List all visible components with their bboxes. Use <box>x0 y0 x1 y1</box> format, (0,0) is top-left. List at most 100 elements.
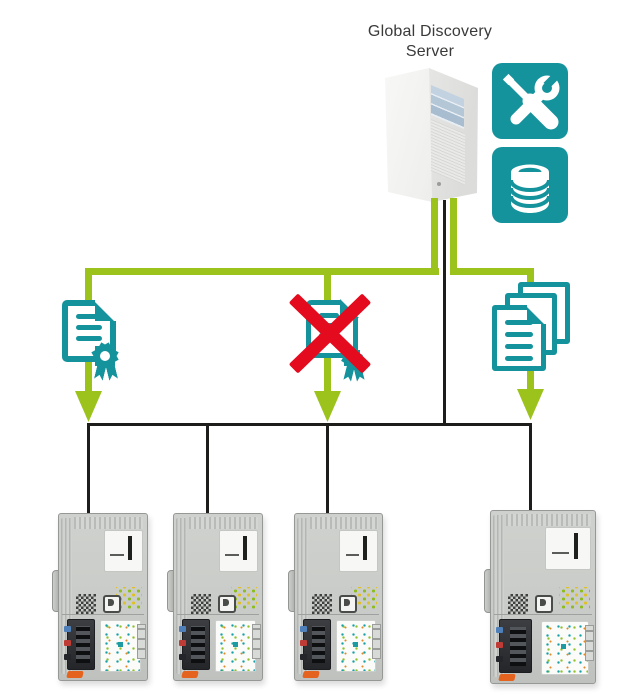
device-body <box>173 513 263 681</box>
server-cable-green-right <box>450 198 457 272</box>
vent-ribs <box>61 518 72 675</box>
terminal-block <box>300 618 332 671</box>
terminal-block <box>179 618 211 671</box>
device-body <box>490 510 596 684</box>
sd-card <box>127 535 132 561</box>
qr-code <box>312 593 332 614</box>
wire-black <box>496 656 503 663</box>
sd-card-slot <box>339 530 378 572</box>
server-title-line1: Global Discovery <box>367 23 493 40</box>
qr-code <box>191 593 211 614</box>
label-line <box>225 554 240 557</box>
vent-ribs <box>297 518 308 675</box>
page-fold-icon <box>527 305 546 324</box>
qr-code <box>76 593 96 614</box>
status-leds <box>230 587 257 609</box>
wire-black <box>64 654 71 661</box>
device-body <box>294 513 383 681</box>
top-ridges <box>506 514 591 526</box>
server-side-panel <box>385 68 432 202</box>
tools-glyph <box>502 71 561 130</box>
server-tower <box>382 64 482 212</box>
plc-controller-1 <box>52 513 148 681</box>
wire-black <box>179 654 186 661</box>
status-leds <box>558 586 590 610</box>
wire-red <box>300 640 307 647</box>
phoenix-logo-icon <box>339 595 357 614</box>
status-leds <box>115 587 142 609</box>
certificate-icon <box>60 296 124 388</box>
terminal-block <box>64 618 96 671</box>
side-buttons <box>137 623 146 659</box>
side-buttons <box>585 624 594 661</box>
module-divider <box>177 613 259 615</box>
lock-clip <box>302 671 320 678</box>
product-label <box>215 620 256 673</box>
server-title: Global Discovery Server <box>340 22 520 63</box>
vent-ribs <box>176 518 187 675</box>
product-label <box>100 620 141 673</box>
wire-blue <box>179 625 186 632</box>
product-label <box>335 620 376 673</box>
server-title-line2: Server <box>405 43 455 61</box>
wire-red <box>179 640 186 647</box>
bus-drop-4 <box>529 423 532 511</box>
terminal-block <box>496 619 533 673</box>
server-power-button <box>437 182 441 186</box>
sd-card <box>362 535 367 561</box>
top-ridges <box>74 517 143 529</box>
bus-drop-2 <box>206 423 209 514</box>
wire-blue <box>300 625 307 632</box>
module-divider <box>298 613 379 615</box>
maintenance-tools-icon <box>492 63 568 139</box>
device-body <box>58 513 148 681</box>
down-arrow-documents <box>517 389 544 420</box>
down-arrow-certificate <box>75 391 102 422</box>
server-cable-black <box>443 200 446 426</box>
vent-ribs <box>493 515 504 677</box>
plc-controller-4 <box>484 510 596 684</box>
certificate-page <box>62 300 116 362</box>
revoked-certificate-icon <box>288 293 376 386</box>
green-branch-left <box>85 268 439 275</box>
side-buttons <box>252 623 261 659</box>
lock-clip <box>498 674 516 681</box>
product-label <box>541 621 589 675</box>
certificate-database-icon <box>492 147 568 223</box>
wire-red <box>64 640 71 647</box>
phoenix-logo-icon <box>218 595 236 614</box>
bus-drop-3 <box>326 423 329 514</box>
side-buttons <box>372 623 381 659</box>
phoenix-logo-icon <box>535 595 553 614</box>
database-glyph <box>509 164 551 213</box>
label-line <box>552 551 570 554</box>
module-divider <box>62 613 144 615</box>
plc-controller-3 <box>288 513 383 681</box>
document-page-front <box>492 305 546 371</box>
green-branch-right <box>450 268 534 275</box>
down-arrow-revoked <box>314 391 341 422</box>
lock-clip <box>66 671 84 678</box>
server-cable-green-left <box>431 198 438 272</box>
plc-controller-2 <box>167 513 263 681</box>
top-ridges <box>189 517 258 529</box>
qr-code <box>508 593 528 614</box>
sd-card <box>242 535 247 561</box>
label-line <box>110 554 125 557</box>
status-leds <box>350 587 377 609</box>
label-line <box>345 554 360 557</box>
top-ridges <box>310 517 378 529</box>
document-stack-icon <box>492 280 578 376</box>
lock-clip <box>181 671 199 678</box>
wire-red <box>496 642 503 649</box>
sd-card-slot <box>545 527 591 571</box>
wire-blue <box>64 625 71 632</box>
bus-drop-1 <box>87 423 90 514</box>
sd-card-slot <box>104 530 143 572</box>
wire-black <box>300 654 307 661</box>
module-divider <box>494 614 592 616</box>
sd-card <box>573 532 578 559</box>
seal-center <box>100 351 110 361</box>
sd-card-slot <box>219 530 258 572</box>
